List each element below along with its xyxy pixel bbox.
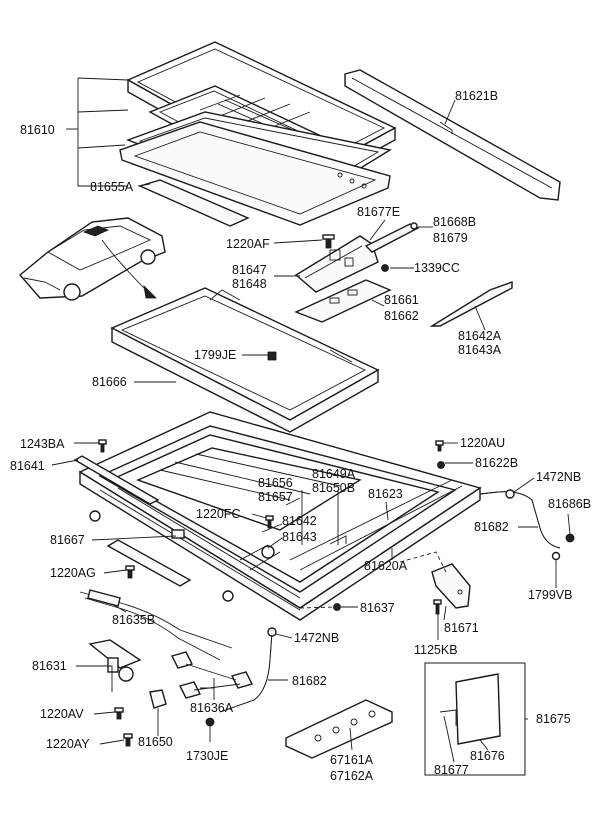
label-67162A: 67162A — [330, 769, 374, 783]
label-1472NB-bottom: 1472NB — [294, 631, 339, 645]
inset-box-81675 — [424, 662, 526, 776]
label-81648: 81648 — [232, 277, 267, 291]
label-1220AG: 1220AG — [50, 566, 96, 580]
label-81662: 81662 — [384, 309, 419, 323]
bolt-1243BA — [98, 439, 107, 453]
label-81675: 81675 — [536, 712, 571, 726]
label-81661: 81661 — [384, 293, 419, 307]
label-1339CC: 1339CC — [414, 261, 460, 275]
block-81650 — [149, 689, 167, 709]
label-1220FC: 1220FC — [196, 507, 240, 521]
leader-lines — [51, 77, 571, 763]
label-81679: 81679 — [433, 231, 468, 245]
label-81621B: 81621B — [455, 89, 498, 103]
label-81631: 81631 — [32, 659, 67, 673]
label-81682-right: 81682 — [474, 520, 509, 534]
connector-81636A — [170, 651, 254, 699]
label-81622B: 81622B — [475, 456, 518, 470]
label-81668B: 81668B — [433, 215, 476, 229]
label-81667: 81667 — [50, 533, 85, 547]
label-81686B: 81686B — [548, 497, 591, 511]
label-81666: 81666 — [92, 375, 127, 389]
label-81620A: 81620A — [364, 559, 408, 573]
label-81642: 81642 — [282, 514, 317, 528]
label-81650B: 81650B — [312, 481, 355, 495]
screw-1220AF — [322, 234, 335, 249]
cable-81635B — [79, 589, 233, 661]
label-81647: 81647 — [232, 263, 267, 277]
label-1243BA: 1243BA — [20, 437, 65, 451]
label-1220AY: 1220AY — [46, 737, 90, 751]
cable-81668B — [364, 222, 420, 253]
roof-rail-81621B — [344, 69, 561, 201]
screw-1220AG — [125, 565, 135, 579]
sunroof-glass-assembly — [119, 41, 397, 227]
bracket-81671 — [431, 563, 471, 609]
sunshade-81666 — [110, 287, 380, 433]
drain-hose-81682-bottom — [205, 627, 277, 727]
label-81636A: 81636A — [190, 701, 234, 715]
label-81637: 81637 — [360, 601, 395, 615]
label-1799JE: 1799JE — [194, 348, 236, 362]
bolt-1220AU — [435, 440, 444, 452]
label-81643: 81643 — [282, 530, 317, 544]
label-81650: 81650 — [138, 735, 173, 749]
label-81642A: 81642A — [458, 329, 502, 343]
plate-67161A — [285, 699, 393, 759]
label-81623: 81623 — [368, 487, 403, 501]
label-1220AU: 1220AU — [460, 436, 505, 450]
motor-81631 — [88, 639, 142, 682]
label-1472NB-top: 1472NB — [536, 470, 581, 484]
screw-1220AY — [123, 733, 133, 747]
sunroof-frame-81620A — [78, 411, 482, 621]
frame-strip-81641 — [73, 455, 160, 505]
label-1730JE: 1730JE — [186, 749, 228, 763]
screw-1220AV — [114, 707, 124, 720]
label-81649A: 81649A — [312, 467, 356, 481]
deflector-arm-81642A — [429, 281, 513, 327]
label-81677E: 81677E — [357, 205, 400, 219]
bolt-81637 — [333, 603, 341, 611]
label-1125KB: 1125KB — [414, 643, 458, 657]
bracket-81661 — [294, 279, 392, 323]
label-81641: 81641 — [10, 459, 45, 473]
label-81635B: 81635B — [112, 613, 155, 627]
label-81643A: 81643A — [458, 343, 502, 357]
label-81682-bottom: 81682 — [292, 674, 327, 688]
label-1220AV: 1220AV — [40, 707, 84, 721]
part-labels: 81610 81655A 81621B 1220AF 81677E 81668B… — [10, 89, 591, 783]
car-illustration — [18, 217, 166, 301]
nut-81622B — [437, 461, 445, 469]
label-81656: 81656 — [258, 476, 293, 490]
nut-1339CC — [381, 264, 389, 272]
label-81671: 81671 — [444, 621, 479, 635]
label-81677: 81677 — [434, 763, 469, 777]
label-81610: 81610 — [20, 123, 55, 137]
label-81655A: 81655A — [90, 180, 134, 194]
bolt-1125KB — [433, 599, 442, 615]
drain-hose-81682-right — [479, 489, 575, 561]
label-67161A: 67161A — [330, 753, 374, 767]
label-81676: 81676 — [470, 749, 505, 763]
bracket-81667 — [106, 539, 192, 587]
label-81657: 81657 — [258, 490, 293, 504]
label-1220AF: 1220AF — [226, 237, 270, 251]
motor-bracket-81647 — [294, 235, 379, 293]
label-1799VB: 1799VB — [528, 588, 572, 602]
